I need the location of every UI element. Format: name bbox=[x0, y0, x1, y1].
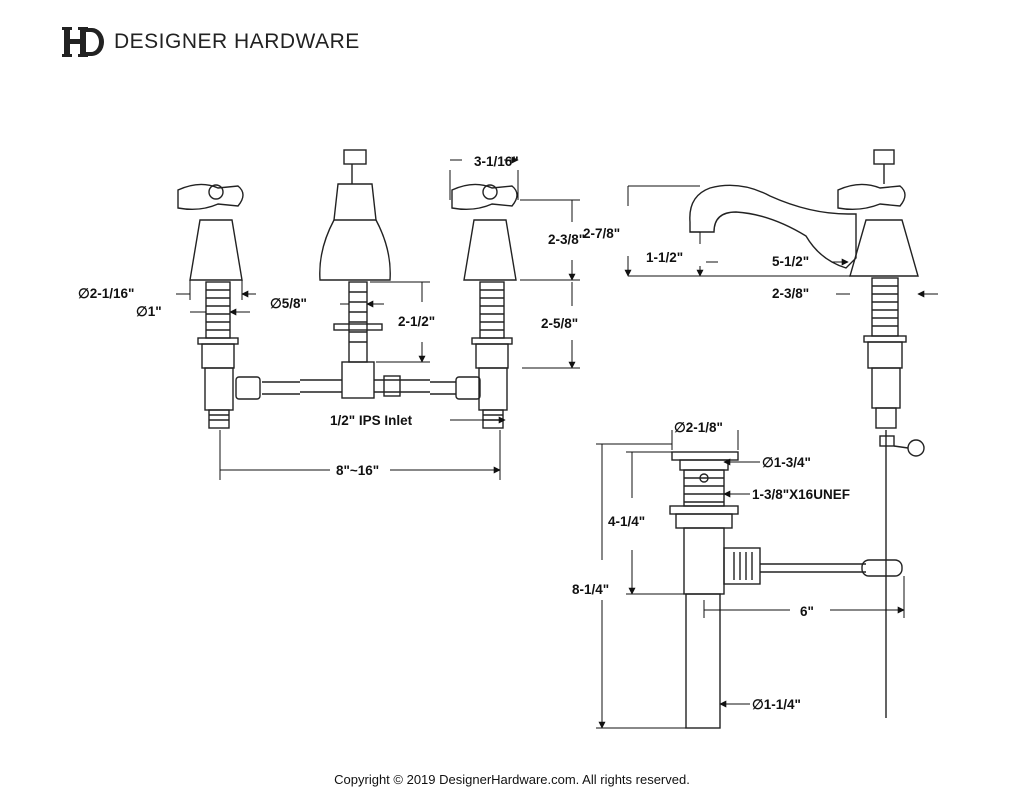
dim-side-base: 2-3/8" bbox=[772, 286, 809, 301]
dim-drain-body: ∅1-3/4" bbox=[762, 455, 811, 470]
dim-spout-reach: 5-1/2" bbox=[772, 254, 809, 269]
side-view-spout-valve bbox=[689, 149, 925, 718]
dim-base-diameter: ∅2-1/16" bbox=[78, 286, 134, 301]
dimension-labels: 3-1/16" 2-3/8" 2-7/8" 1-1/2" 5-1/2" 2-3/… bbox=[78, 154, 850, 712]
dim-tailpiece: ∅1-1/4" bbox=[752, 697, 801, 712]
brand-name: DESIGNER HARDWARE bbox=[114, 30, 360, 53]
dim-spout-height: 2-7/8" bbox=[583, 226, 620, 241]
dim-inlet: 1/2" IPS Inlet bbox=[330, 413, 413, 428]
right-handle-valve bbox=[430, 183, 518, 429]
dim-spread: 8"~16" bbox=[336, 463, 379, 478]
left-handle-valve bbox=[177, 183, 300, 429]
dim-valve-shank-length: 2-5/8" bbox=[541, 316, 578, 331]
dim-spout-clearance: 1-1/2" bbox=[646, 250, 683, 265]
dimension-lines bbox=[176, 160, 938, 728]
dim-drain-thread: 1-3/8"X16UNEF bbox=[752, 487, 850, 502]
dim-spout-shank-length: 2-1/2" bbox=[398, 314, 435, 329]
dim-handle-height: 2-3/8" bbox=[548, 232, 585, 247]
center-spout bbox=[300, 149, 430, 399]
dim-drain-height: 4-1/4" bbox=[608, 514, 645, 529]
brand-header: DESIGNER HARDWARE bbox=[62, 24, 360, 60]
dim-handle-width: 3-1/16" bbox=[474, 154, 519, 169]
hd-monogram-logo bbox=[62, 27, 104, 57]
copyright-footer: Copyright © 2019 DesignerHardware.com. A… bbox=[334, 772, 690, 787]
dim-lift-rod-reach: 6" bbox=[800, 604, 814, 619]
dim-spout-shank-diameter: ∅5/8" bbox=[270, 296, 307, 311]
dim-drain-total: 8-1/4" bbox=[572, 582, 609, 597]
pop-up-drain bbox=[669, 451, 903, 729]
dim-drain-flange: ∅2-1/8" bbox=[674, 420, 723, 435]
dim-shank-diameter: ∅1" bbox=[136, 304, 162, 319]
